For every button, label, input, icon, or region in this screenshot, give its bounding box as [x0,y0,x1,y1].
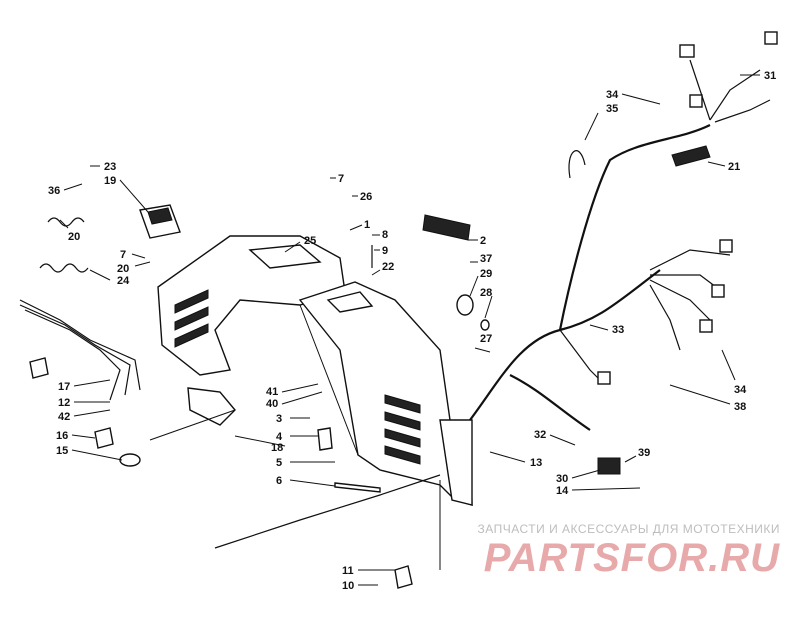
callout-5: 5 [276,457,282,469]
lamp-bracket-18 [149,387,236,441]
callout-22: 22 [382,261,394,273]
callout-16: 16 [56,430,68,442]
bolt-6 [334,482,381,493]
callout-7-top: 7 [338,173,344,185]
callout-12: 12 [58,397,70,409]
connectors [597,31,778,475]
spring-clip-20 [47,217,85,227]
callout-15: 15 [56,445,68,457]
callout-24: 24 [117,275,130,287]
callout-1: 1 [364,219,370,231]
callout-13: 13 [530,457,542,469]
callout-33: 33 [612,324,624,336]
callout-37: 37 [480,253,492,265]
callout-9: 9 [382,245,388,257]
callout-14: 14 [556,485,569,497]
tie-clip-35 [568,150,586,179]
watermark-brand: PARTSFOR.RU [483,536,780,580]
callout-11: 11 [342,565,354,577]
reg-plate-2 [422,214,471,241]
callout-20-mid: 20 [117,263,129,275]
choke-knob-11 [394,480,441,589]
wire-harness-17 [19,299,141,401]
callout-21: 21 [728,161,740,173]
callout-41: 41 [266,386,278,398]
spring-clip-24 [39,263,89,273]
callout-34-top: 34 [606,89,619,101]
callout-38: 38 [734,401,746,413]
callout-2: 2 [480,235,486,247]
callout-10: 10 [342,580,354,592]
callout-18: 18 [271,442,283,454]
grommet-28 [456,294,490,331]
key-switch [94,427,141,467]
callout-32: 32 [534,429,546,441]
callout-31: 31 [764,70,776,82]
callout-4: 4 [276,431,283,443]
cable-lower [214,474,441,549]
callouts: 1 2 3 4 5 6 7 7 8 9 10 11 12 13 14 15 16 [48,70,776,592]
watermark-tagline: ЗАПЧАСТИ И АКСЕССУАРЫ ДЛЯ МОТОТЕХНИКИ [477,522,780,536]
callout-40: 40 [266,398,278,410]
callout-23: 23 [104,161,116,173]
callout-7-left: 7 [120,249,126,261]
callout-17: 17 [58,381,70,393]
callout-20-left: 20 [68,231,80,243]
console-housing [157,235,473,506]
callout-34-right: 34 [734,384,747,396]
callout-25: 25 [304,235,316,247]
loom-sleeve-21 [671,145,711,167]
callout-42: 42 [58,411,70,423]
bracket-4 [317,427,333,451]
callout-8: 8 [382,229,388,241]
callout-26: 26 [360,191,372,203]
callout-29: 29 [480,268,492,280]
callout-30: 30 [556,473,568,485]
callout-35: 35 [606,103,618,115]
callout-19: 19 [104,175,116,187]
callout-6: 6 [276,475,282,487]
callout-3: 3 [276,413,282,425]
callout-39: 39 [638,447,650,459]
headlight-switch-assembly [139,204,181,239]
callout-28: 28 [480,287,492,299]
wiring-harness-main [469,59,771,431]
callout-27: 27 [480,333,492,345]
watermark: ЗАПЧАСТИ И АКСЕССУАРЫ ДЛЯ МОТОТЕХНИКИ PA… [460,522,780,580]
callout-36: 36 [48,185,60,197]
